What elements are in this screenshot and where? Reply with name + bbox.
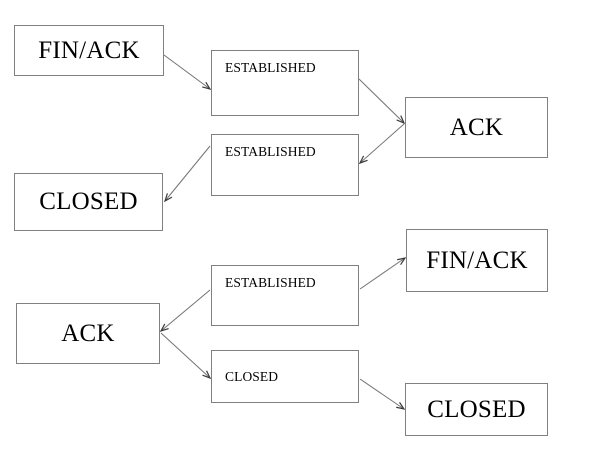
edge-arrowhead-icon (396, 402, 406, 410)
edge-line (359, 257, 406, 290)
edge-arrowhead-icon (163, 193, 173, 203)
node-n5-closed[interactable]: CLOSED (14, 173, 163, 231)
edge-n1-to-n2 (163, 54, 212, 90)
node-n10-closed[interactable]: CLOSED (405, 383, 548, 436)
node-n4-ack[interactable]: ACK (405, 97, 548, 158)
edge-line (160, 289, 211, 332)
edge-n9-to-n10 (359, 378, 406, 410)
edge-line (163, 54, 211, 90)
node-n3-established[interactable]: ESTABLISHED (211, 134, 359, 196)
edge-arrowhead-icon (202, 370, 212, 380)
node-label: CLOSED (427, 395, 526, 423)
node-label: ESTABLISHED (225, 60, 316, 75)
node-label: ESTABLISHED (225, 275, 316, 290)
edge-line (164, 145, 211, 202)
node-n1-fin-ack[interactable]: FIN/ACK (14, 25, 164, 76)
node-n9-closed[interactable]: CLOSED (211, 350, 359, 403)
node-n7-established[interactable]: ESTABLISHED (211, 265, 359, 326)
edge-arrowhead-icon (358, 155, 368, 165)
edge-n7-to-n6 (159, 289, 211, 333)
node-n6-ack[interactable]: ACK (16, 303, 160, 364)
edge-arrowhead-icon (159, 323, 169, 333)
edge-n4-to-n3 (358, 123, 405, 165)
node-label: CLOSED (39, 188, 138, 216)
edge-n6-to-n9 (160, 332, 212, 380)
node-n8-fin-ack[interactable]: FIN/ACK (406, 229, 548, 292)
edge-line (358, 78, 405, 124)
node-label: FIN/ACK (38, 36, 140, 64)
node-label: ACK (449, 113, 504, 141)
edge-line (359, 378, 405, 410)
node-label: CLOSED (225, 368, 279, 384)
edge-arrowhead-icon (396, 115, 406, 125)
edge-line (160, 332, 211, 379)
edge-arrowhead-icon (202, 81, 212, 90)
edge-n2-to-n4 (358, 78, 406, 125)
node-label: ESTABLISHED (225, 144, 316, 159)
edge-arrowhead-icon (397, 257, 407, 265)
node-label: ACK (61, 319, 115, 347)
node-label: FIN/ACK (426, 246, 528, 274)
edge-line (359, 123, 405, 164)
edge-n7-to-n8 (359, 257, 407, 290)
node-n2-established[interactable]: ESTABLISHED (211, 50, 359, 116)
edge-n3-to-n5 (163, 145, 211, 203)
